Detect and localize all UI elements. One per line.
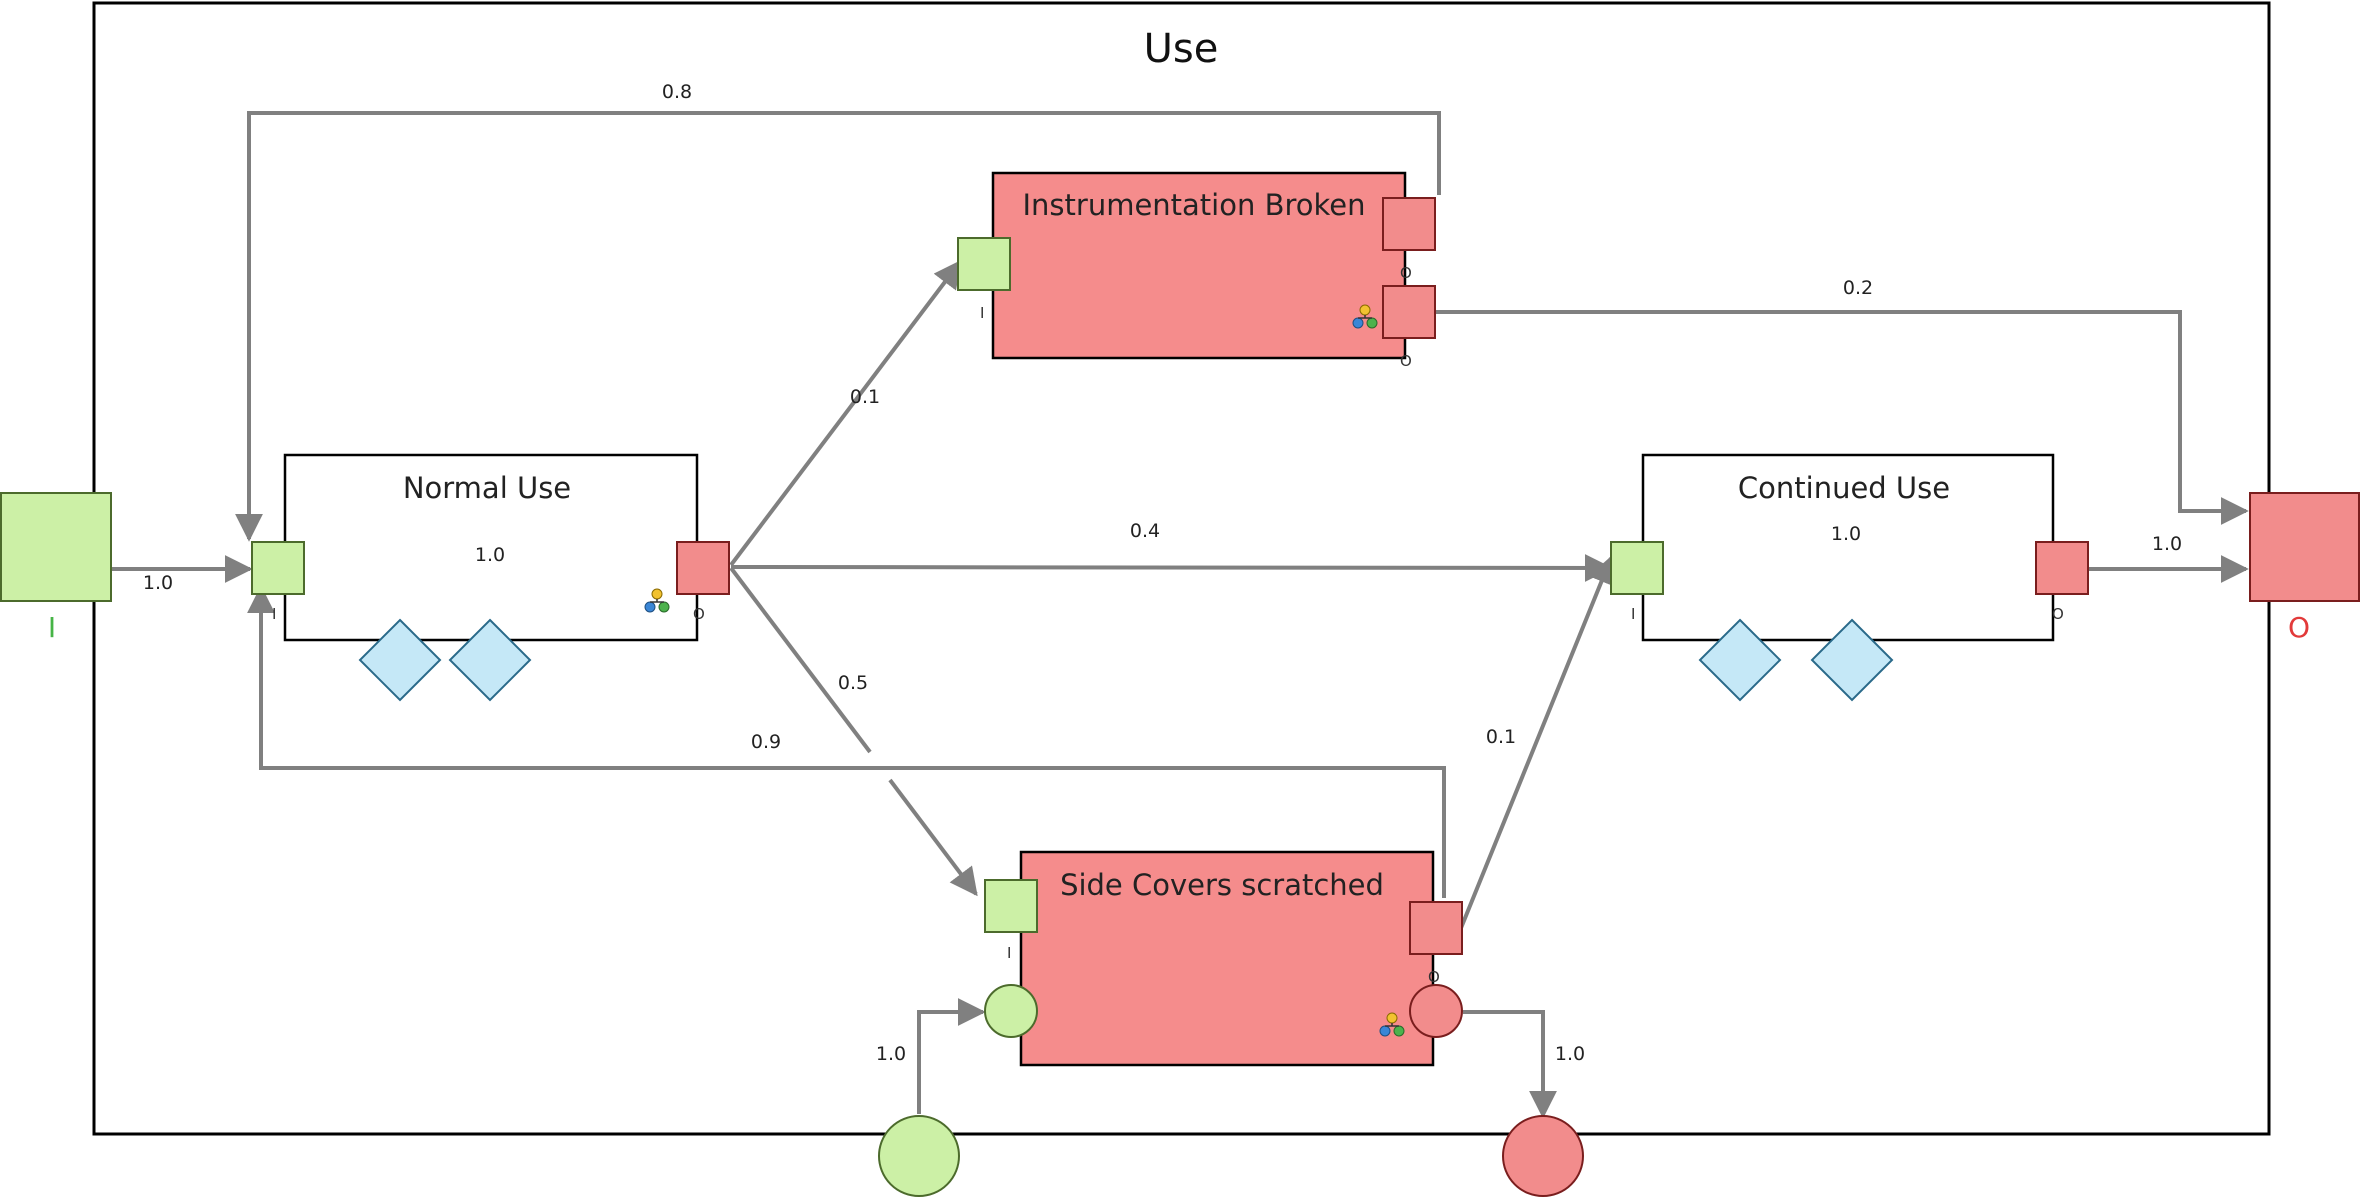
continued-use-in-port[interactable] — [1610, 541, 1664, 595]
outer-output-port[interactable] — [2249, 492, 2360, 602]
edge-event-out[interactable] — [1463, 1010, 1557, 1119]
decision-diamond[interactable] — [358, 618, 442, 702]
normal-use-title: Normal Use — [403, 471, 571, 505]
port-tag-in: I — [1631, 605, 1635, 623]
port-tag-out: O — [1428, 968, 1440, 986]
normal-use-in-port[interactable] — [251, 541, 305, 595]
edge-normal-to-broken[interactable] — [729, 259, 962, 567]
port-tag-in: I — [272, 605, 276, 623]
node-instrumentation-broken[interactable]: Instrumentation Broken — [991, 171, 1407, 360]
hierarchy-icon — [1379, 1012, 1405, 1037]
normal-use-out-port[interactable] — [676, 541, 730, 595]
outer-output-label: O — [2288, 611, 2310, 644]
edge-label: 1.0 — [876, 1043, 906, 1065]
instrumentation-broken-in-port[interactable] — [957, 237, 1011, 291]
edge-broken-to-normal[interactable] — [235, 111, 1441, 542]
continued-use-title: Continued Use — [1738, 471, 1950, 505]
side-covers-event-in-port[interactable] — [984, 984, 1038, 1038]
node-side-covers-scratched[interactable]: Side Covers scratched — [1019, 850, 1435, 1067]
side-covers-in-port[interactable] — [984, 879, 1038, 933]
instrumentation-broken-title: Instrumentation Broken — [1022, 188, 1365, 222]
edge-label: 1.0 — [1555, 1043, 1585, 1065]
port-tag-out: O — [2052, 605, 2064, 623]
edge-normal-to-scratched-a[interactable] — [729, 566, 872, 754]
decision-diamond[interactable] — [448, 618, 532, 702]
diagram-title: Use — [1144, 26, 1219, 72]
edge-label: 0.2 — [1843, 277, 1873, 299]
port-tag-out: O — [693, 605, 705, 623]
edge-label: 1.0 — [143, 572, 173, 594]
side-covers-out-port[interactable] — [1409, 901, 1463, 955]
edge-label: 0.4 — [1130, 520, 1160, 542]
edge-scratched-to-continued[interactable] — [1459, 555, 1615, 929]
side-covers-event-out-port[interactable] — [1409, 984, 1463, 1038]
hierarchy-icon — [1352, 304, 1378, 329]
port-tag-out: O — [1400, 264, 1412, 282]
port-tag-in: I — [980, 304, 984, 322]
continued-use-out-port[interactable] — [2035, 541, 2089, 595]
edge-scratched-to-normal[interactable] — [247, 585, 1446, 898]
edge-label: 1.0 — [1831, 523, 1861, 545]
edge-label: 0.1 — [850, 386, 880, 408]
edge-label: 0.8 — [662, 81, 692, 103]
edge-broken-to-output[interactable] — [1435, 310, 2249, 525]
edge-event-in[interactable] — [917, 998, 986, 1114]
edge-label: 0.1 — [1486, 726, 1516, 748]
node-normal-use[interactable]: Normal Use — [283, 453, 699, 702]
port-tag-in: I — [1007, 944, 1011, 962]
port-tag-out: O — [1400, 352, 1412, 370]
instrumentation-broken-out-port-1[interactable] — [1382, 197, 1436, 251]
edge-label: 1.0 — [2152, 533, 2182, 555]
edge-label: 0.5 — [838, 672, 868, 694]
decision-diamond[interactable] — [1810, 618, 1894, 702]
edge-label: 0.9 — [751, 731, 781, 753]
side-covers-scratched-title: Side Covers scratched — [1060, 868, 1384, 902]
edge-normal-to-continued[interactable] — [730, 553, 1613, 582]
event-sink-node[interactable] — [1502, 1115, 1584, 1197]
edge-normal-to-scratched-b[interactable] — [888, 778, 978, 897]
outer-input-label: I — [48, 611, 56, 644]
edge-label: 1.0 — [475, 544, 505, 566]
hierarchy-icon — [644, 588, 670, 613]
node-continued-use[interactable]: Continued Use — [1641, 453, 2055, 702]
outer-input-port[interactable] — [0, 492, 112, 602]
instrumentation-broken-out-port-2[interactable] — [1382, 285, 1436, 339]
event-source-node[interactable] — [878, 1115, 960, 1197]
decision-diamond[interactable] — [1698, 618, 1782, 702]
